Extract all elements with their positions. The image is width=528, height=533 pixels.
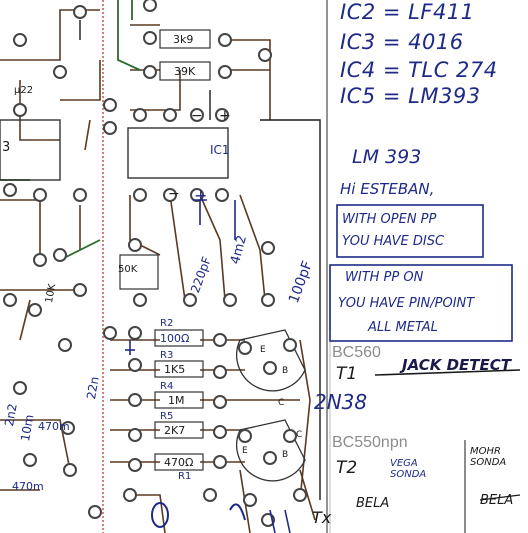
label-r4-value: 1M (168, 394, 185, 407)
label-r3-value: 1K5 (164, 363, 186, 376)
note-ic3: IC3 = 4016 (340, 30, 464, 54)
note-bela-2: BELA (480, 493, 514, 508)
label-t1: T1 (336, 364, 358, 384)
note-open-pp-line2: YOU HAVE DISC (342, 234, 445, 249)
label-2n38: 2N38 (314, 390, 368, 414)
label-r4: R4 (160, 381, 174, 392)
ic1-body (127, 127, 229, 179)
label-c-470m-a: 470m (38, 420, 70, 433)
label-pot-50k: 50K (118, 264, 138, 275)
label-minus-top: − (191, 108, 203, 124)
note-greeting: Hi ESTEBAN, (340, 180, 435, 198)
label-r-470: 470Ω (164, 456, 194, 469)
note-ic4: IC4 = TLC 274 (340, 58, 498, 82)
note-jack-detect: JACK DETECT (402, 356, 511, 374)
note-pp-on-line3: ALL METAL (368, 320, 438, 335)
note-ic5: IC5 = LM393 (340, 84, 481, 108)
label-ic1: IC1 (210, 143, 230, 157)
label-r-3k9: 3k9 (173, 33, 194, 46)
ic3-body (0, 119, 61, 181)
note-bela-1: BELA (356, 496, 390, 511)
note-ic2: IC2 = LF411 (340, 0, 475, 24)
label-r5: R5 (160, 411, 174, 422)
label-r-39k: 39K (174, 65, 196, 78)
resistor-column (154, 329, 204, 471)
label-t1-e: E (260, 345, 266, 355)
label-t2-e: E (242, 446, 248, 456)
note-box-open-pp (336, 204, 484, 258)
label-tx: Tx (312, 508, 332, 527)
label-r5-value: 2K7 (164, 424, 186, 437)
label-t1-b: B (282, 366, 289, 376)
label-r2: R2 (160, 318, 174, 329)
label-t2-c: C (296, 430, 303, 440)
note-vega-sonda: VEGA SONDA (390, 458, 427, 480)
note-pp-on-line2: YOU HAVE PIN/POINT (338, 296, 475, 311)
note-mohr-sonda: MOHR SONDA (470, 446, 507, 468)
label-plus-bottom: + (194, 186, 208, 205)
note-pp-on-line1: WITH PP ON (345, 270, 424, 285)
label-t2: T2 (336, 458, 358, 478)
label-r2-value: 100Ω (160, 332, 190, 345)
label-plus-top: + (219, 108, 231, 124)
label-c-m22: μ22 (14, 85, 34, 96)
transistor-t2-outline (236, 419, 306, 482)
label-c-470m-b: 470m (12, 480, 44, 493)
label-t2-b: B (282, 450, 289, 460)
label-ic3-pin: 3 (2, 140, 11, 155)
label-t1-c: C (278, 398, 285, 408)
solder-pads (3, 0, 307, 527)
label-r1: R1 (178, 471, 192, 482)
label-minus-bottom: − (168, 186, 180, 202)
transistor-t1-outline (236, 329, 306, 392)
pot-50k-outline (119, 254, 159, 290)
label-r3: R3 (160, 350, 174, 361)
note-lm393: LM 393 (352, 146, 422, 168)
label-bc550npn: BC550npn (332, 434, 408, 451)
label-bc560: BC560 (332, 344, 381, 361)
note-open-pp-line1: WITH OPEN PP (342, 212, 437, 227)
